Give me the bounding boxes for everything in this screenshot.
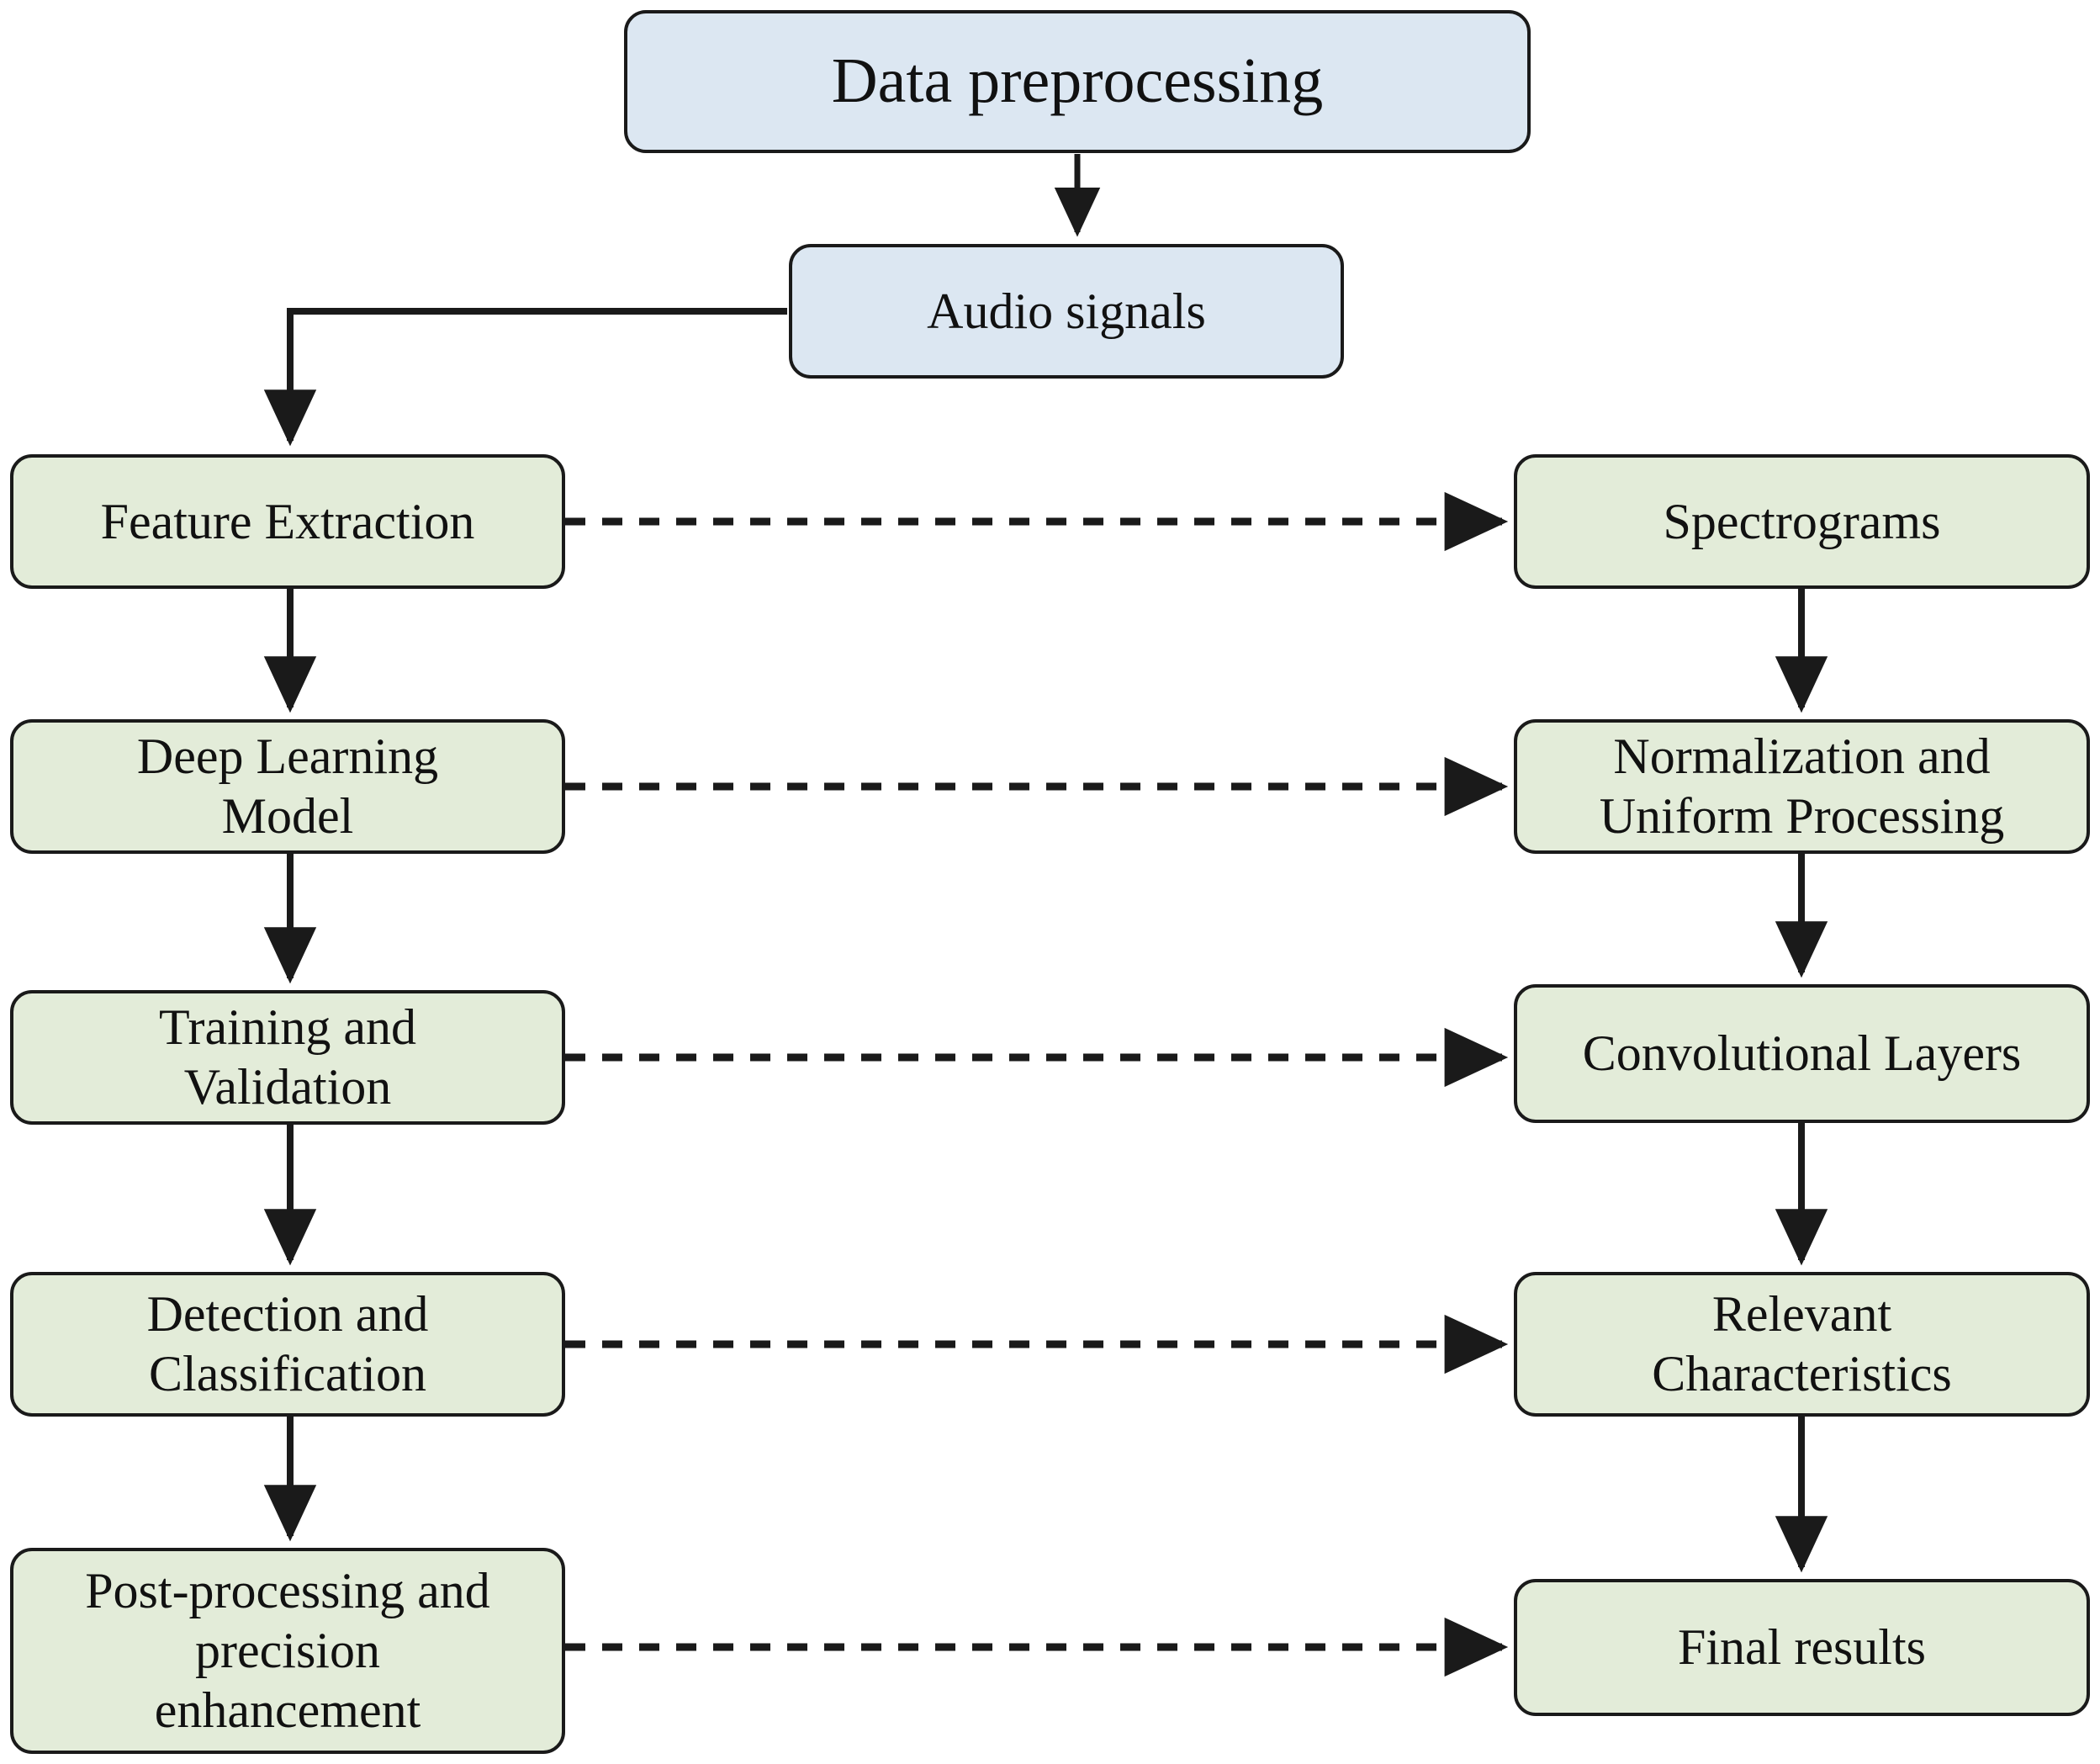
node-label-data-preprocessing: Data preprocessing [831,45,1324,117]
node-data-preprocessing[interactable]: Data preprocessing [624,10,1531,153]
node-label-deep-learning-model: Deep Learning Model [136,728,439,844]
node-convolutional-layers[interactable]: Convolutional Layers [1514,984,2090,1123]
node-label-relevant-characteristics: Relevant Characteristics [1652,1286,1952,1401]
node-training-and-validation[interactable]: Training and Validation [10,990,565,1125]
node-normalization-and-uniform-processing[interactable]: Normalization and Uniform Processing [1514,719,2090,854]
node-label-feature-extraction: Feature Extraction [100,493,475,549]
edge-audio-to-feature-extraction [263,308,787,447]
node-relevant-characteristics[interactable]: Relevant Characteristics [1514,1272,2090,1417]
node-post-processing-and-precision-enhancement[interactable]: Post-processing and precision enhancemen… [10,1548,565,1754]
node-label-detection-and-classification: Detection and Classification [146,1286,429,1401]
node-label-post-processing-and-precision-enhancement: Post-processing and precision enhancemen… [85,1563,490,1738]
node-label-normalization-and-uniform-processing: Normalization and Uniform Processing [1599,728,2005,844]
node-feature-extraction[interactable]: Feature Extraction [10,454,565,589]
node-spectrograms[interactable]: Spectrograms [1514,454,2090,589]
node-label-convolutional-layers: Convolutional Layers [1582,1025,2022,1082]
node-deep-learning-model[interactable]: Deep Learning Model [10,719,565,854]
node-label-final-results: Final results [1678,1619,1926,1676]
node-label-training-and-validation: Training and Validation [158,999,417,1115]
node-detection-and-classification[interactable]: Detection and Classification [10,1272,565,1417]
node-label-spectrograms: Spectrograms [1663,493,1941,549]
node-final-results[interactable]: Final results [1514,1579,2090,1716]
node-label-audio-signals: Audio signals [927,283,1206,339]
node-audio-signals[interactable]: Audio signals [789,244,1344,379]
